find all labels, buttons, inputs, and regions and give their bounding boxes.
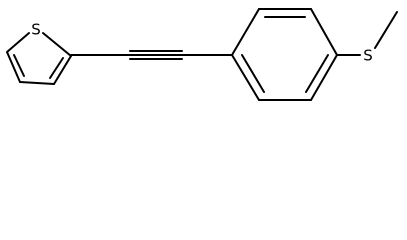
bond-s1-c2: [42, 32, 72, 57]
bond-b1-b2: [231, 8, 260, 56]
bond-b4-b5: [310, 54, 338, 101]
bond-c3-c4: [19, 81, 55, 85]
bond-c4-c5: [6, 51, 21, 83]
benzene-ring: [231, 8, 338, 101]
double-bond-c4-c5: [13, 54, 25, 77]
thioether-sulfur-label: S: [363, 47, 373, 65]
bond-b6-b1: [231, 54, 260, 101]
bond-c2-c3: [53, 55, 72, 85]
double-bond-b4-b5: [305, 54, 329, 93]
alkyne-linker: [70, 50, 233, 60]
thiophene-ring: [6, 32, 72, 85]
methylthio-group: [336, 11, 398, 56]
bond-b3-b4: [310, 8, 338, 56]
double-bond-c2-c3: [49, 57, 64, 79]
molecule-diagram: S S: [6, 8, 398, 101]
bond-c5-s1: [6, 32, 30, 53]
thiophene-sulfur-label: S: [31, 21, 41, 39]
bond-sulfur-to-methyl: [374, 11, 398, 49]
double-bond-b6-b1: [241, 54, 265, 93]
